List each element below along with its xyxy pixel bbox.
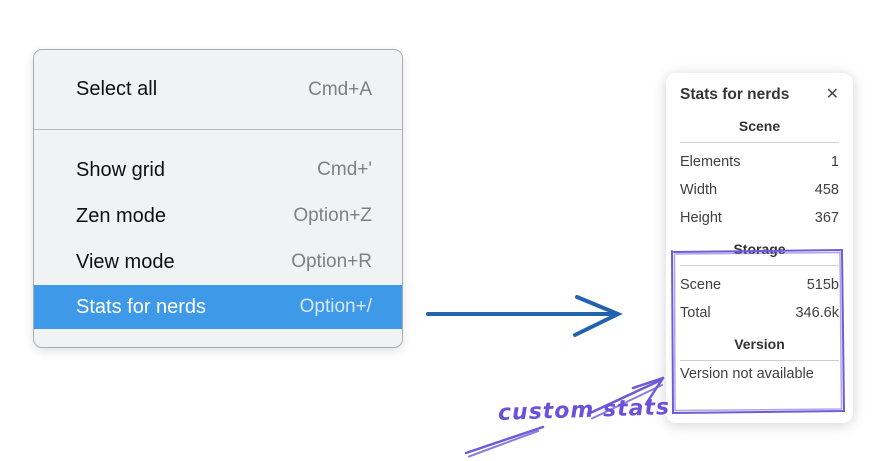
custom-stats-annotation: custom stats xyxy=(497,395,671,426)
menu-item-view-mode[interactable]: View mode Option+R xyxy=(34,239,402,285)
version-note: Version not available xyxy=(680,366,814,382)
stat-label: Elements xyxy=(680,154,741,170)
stat-label: Height xyxy=(680,210,722,226)
stat-label: Width xyxy=(680,182,718,198)
stat-row-height: Height 367 xyxy=(680,204,839,232)
context-menu: Select all Cmd+A Show grid Cmd+' Zen mod… xyxy=(33,49,403,348)
menu-item-label: View mode xyxy=(76,250,175,273)
blue-arrow-icon xyxy=(426,295,623,337)
menu-item-label: Zen mode xyxy=(76,204,167,227)
stats-panel: Stats for nerds ✕ Scene Elements 1 Width… xyxy=(666,73,853,423)
scene-section-heading: Scene xyxy=(738,118,781,134)
stat-label: Total xyxy=(680,305,711,321)
menu-item-label: Select all xyxy=(76,78,158,100)
menu-item-shortcut: Option+Z xyxy=(293,205,372,226)
menu-item-label: Stats for nerds xyxy=(76,295,207,318)
scene-section: Scene Elements 1 Width 458 Height 367 xyxy=(680,118,839,232)
menu-item-zen-mode[interactable]: Zen mode Option+Z xyxy=(34,193,402,239)
stat-value: 515b xyxy=(806,277,839,293)
stat-value: 346.6k xyxy=(795,305,839,321)
menu-item-shortcut: Option+R xyxy=(291,251,372,272)
storage-section-heading: Storage xyxy=(733,241,786,257)
section-divider xyxy=(680,142,839,143)
section-divider xyxy=(680,360,839,361)
version-section: Version Version not available xyxy=(680,336,839,382)
storage-section: Storage Scene 515b Total 346.6k xyxy=(680,241,839,327)
menu-item-shortcut: Cmd+' xyxy=(317,159,372,180)
menu-item-show-grid[interactable]: Show grid Cmd+' xyxy=(34,147,402,193)
close-icon[interactable]: ✕ xyxy=(825,86,839,103)
stats-panel-title: Stats for nerds xyxy=(680,86,790,103)
menu-item-stats-for-nerds[interactable]: Stats for nerds Option+/ xyxy=(34,285,402,329)
stats-panel-header: Stats for nerds ✕ xyxy=(680,86,839,104)
stat-row-total-size: Total 346.6k xyxy=(680,299,839,327)
stat-value: 367 xyxy=(814,210,839,226)
menu-item-shortcut: Cmd+A xyxy=(308,78,372,100)
menu-group: Show grid Cmd+' Zen mode Option+Z View m… xyxy=(34,130,402,329)
stat-value: 1 xyxy=(830,154,839,170)
menu-separator xyxy=(34,129,402,130)
stat-row-elements: Elements 1 xyxy=(680,148,839,176)
stat-label: Scene xyxy=(680,277,722,293)
menu-item-select-all[interactable]: Select all Cmd+A xyxy=(34,50,402,129)
stat-row-width: Width 458 xyxy=(680,176,839,204)
section-divider xyxy=(680,265,839,266)
version-section-heading: Version xyxy=(734,336,785,352)
menu-item-label: Show grid xyxy=(76,158,165,181)
menu-item-shortcut: Option+/ xyxy=(299,296,372,317)
stat-value: 458 xyxy=(814,182,839,198)
stat-row-scene-size: Scene 515b xyxy=(680,271,839,299)
